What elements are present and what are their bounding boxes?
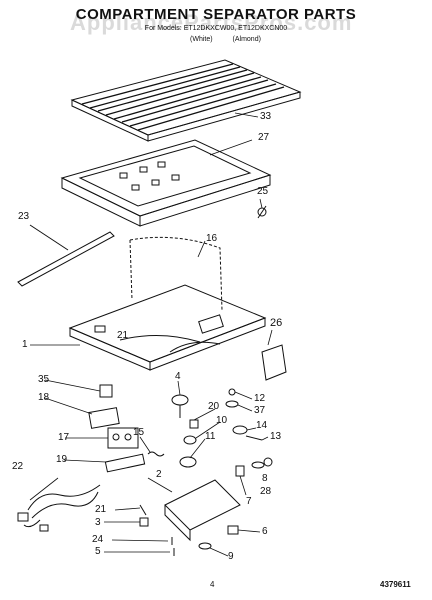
callout-13: 13 — [270, 431, 282, 442]
callout-20: 20 — [208, 401, 220, 412]
callout-19: 19 — [56, 454, 68, 465]
bar-19 — [104, 453, 146, 473]
callout-6: 6 — [262, 526, 268, 537]
part-3 — [139, 517, 149, 527]
callout-8: 8 — [262, 473, 268, 484]
part-28 — [251, 461, 265, 469]
clip-35 — [99, 384, 113, 398]
finish-almond: (Almond) — [232, 36, 261, 43]
callout-22: 22 — [12, 461, 24, 472]
callout-9: 9 — [228, 551, 234, 562]
callout-2: 2 — [156, 469, 162, 480]
finish-white: (White) — [190, 36, 213, 43]
callout-17: 17 — [58, 432, 70, 443]
damper-11 — [179, 456, 197, 468]
page-number: 4 — [210, 580, 215, 589]
callout-1: 1 — [22, 339, 28, 350]
part-8 — [263, 457, 273, 467]
screw-21b — [139, 504, 147, 516]
callout-21-lower: 21 — [95, 504, 107, 515]
callout-14: 14 — [256, 420, 268, 431]
callout-35: 35 — [38, 374, 50, 385]
part-7 — [235, 465, 245, 477]
callout-28: 28 — [260, 486, 272, 497]
callout-15: 15 — [133, 427, 145, 438]
callout-3: 3 — [95, 517, 101, 528]
rod-13 — [245, 435, 263, 441]
callout-25: 25 — [257, 186, 269, 197]
callout-12: 12 — [254, 393, 266, 404]
callout-26: 26 — [270, 317, 283, 329]
spring-15 — [147, 451, 165, 457]
knob-4 — [171, 394, 189, 406]
document-number: 4379611 — [380, 580, 411, 589]
washer-37 — [225, 400, 239, 408]
callout-21-upper: 21 — [117, 330, 129, 341]
gasket-strip-23 — [17, 224, 115, 287]
plate-18 — [88, 407, 120, 429]
model-subtitle: For Models: ET12DKXCW00, ET12DKXCN00 — [144, 25, 288, 32]
watermark: AppliancePartsPros.com — [70, 10, 353, 35]
gear-14 — [232, 425, 248, 435]
part-10 — [183, 435, 197, 445]
callout-37: 37 — [254, 405, 266, 416]
callout-16: 16 — [206, 233, 218, 244]
callout-23: 23 — [18, 211, 30, 222]
callout-leaders — [29, 112, 273, 557]
shelf-grille-33 — [70, 59, 302, 142]
callout-10: 10 — [216, 415, 228, 426]
callout-27: 27 — [258, 132, 270, 143]
part-6 — [227, 525, 239, 535]
screw-12 — [228, 388, 236, 396]
bracket-base-2 — [164, 479, 241, 531]
frame-27 — [60, 139, 272, 227]
part-20 — [189, 419, 199, 429]
finish-row: (White) (Almond) — [190, 36, 279, 43]
callout-4: 4 — [175, 371, 181, 382]
callout-5: 5 — [95, 546, 101, 557]
callout-11: 11 — [205, 431, 216, 442]
callout-7: 7 — [246, 496, 252, 507]
callout-24: 24 — [92, 534, 104, 545]
callout-18: 18 — [38, 392, 50, 403]
wire-harness-22 — [17, 484, 101, 532]
page-title: COMPARTMENT SEPARATOR PARTS — [75, 6, 357, 23]
separator-pan-1 — [68, 284, 267, 371]
callout-33: 33 — [260, 111, 272, 122]
wire-loop-16 — [129, 236, 223, 311]
grommet-9 — [198, 542, 212, 550]
bracket-26 — [261, 344, 287, 381]
